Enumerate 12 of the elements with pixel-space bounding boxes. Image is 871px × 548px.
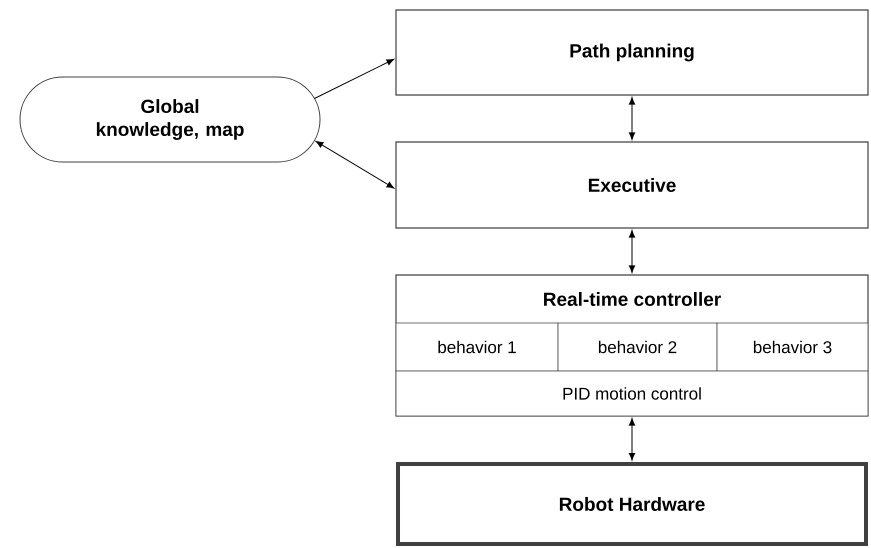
table-cell: behavior 1 <box>396 322 558 372</box>
arrow <box>628 230 636 273</box>
hardware-box: Robot Hardware <box>396 462 868 546</box>
table-cell: behavior 3 <box>716 322 868 372</box>
arrow <box>316 141 394 188</box>
process-box: Path planning <box>395 9 869 96</box>
arrow <box>628 418 636 460</box>
arrow <box>314 58 394 99</box>
arrow <box>628 97 636 140</box>
rounded-box: Global knowledge, map <box>20 76 320 162</box>
table-cell: behavior 2 <box>558 322 718 372</box>
process-box: Executive <box>395 141 869 229</box>
